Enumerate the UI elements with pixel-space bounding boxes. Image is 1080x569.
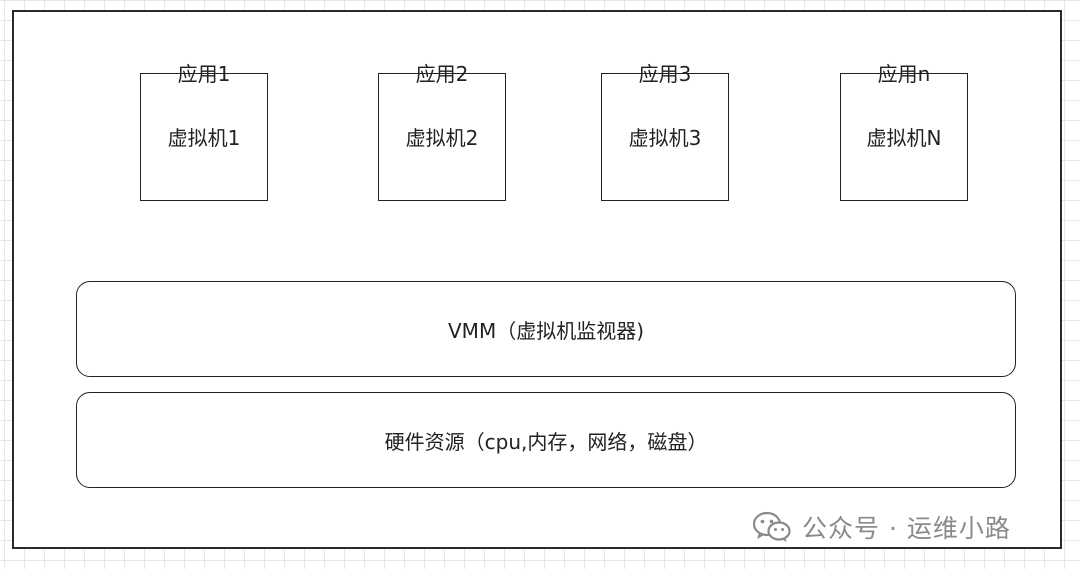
wechat-icon	[752, 511, 791, 542]
vm-label-1: 虚拟机1	[167, 126, 241, 150]
vmm-layer: VMM（虚拟机监视器)	[76, 281, 1016, 377]
watermark: 公众号 · 运维小路	[752, 505, 1011, 549]
hardware-layer: 硬件资源（cpu,内存，网络，磁盘）	[76, 392, 1016, 488]
app-label-1: 应用1	[177, 62, 231, 86]
vm-box-n	[840, 73, 968, 201]
vmm-label: VMM（虚拟机监视器)	[448, 318, 644, 343]
hardware-label: 硬件资源（cpu,内存，网络，磁盘）	[384, 429, 708, 454]
vm-box-3	[601, 73, 729, 201]
watermark-text: 公众号 · 运维小路	[802, 514, 1011, 543]
vm-label-n: 虚拟机N	[866, 126, 942, 150]
vm-label-2: 虚拟机2	[405, 126, 479, 150]
vm-label-3: 虚拟机3	[628, 126, 702, 150]
app-label-3: 应用3	[638, 62, 692, 86]
app-label-n: 应用n	[877, 62, 931, 86]
vm-box-2	[378, 73, 506, 201]
vm-box-1	[140, 73, 268, 201]
app-label-2: 应用2	[415, 62, 469, 86]
